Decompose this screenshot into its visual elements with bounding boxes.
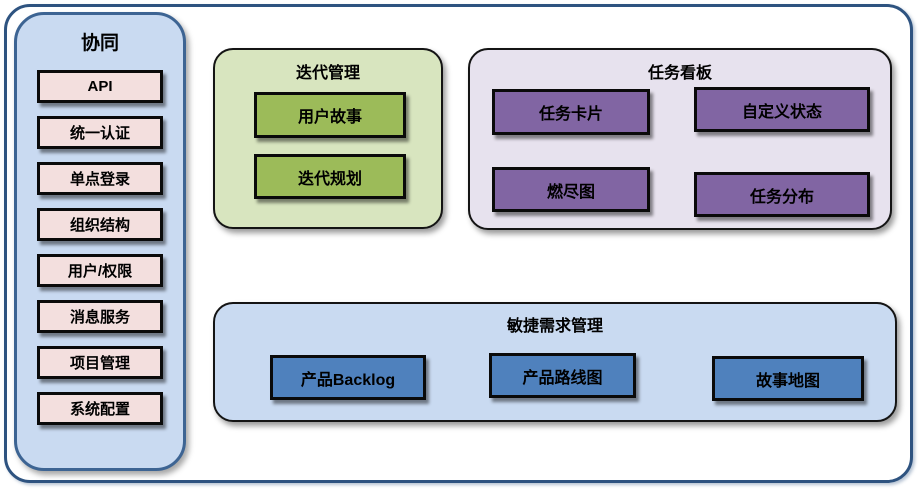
group-task-board: 任务看板 任务卡片 自定义状态 燃尽图 任务分布 bbox=[468, 48, 892, 230]
node-story-map: 故事地图 bbox=[712, 356, 864, 401]
group-task-board-title: 任务看板 bbox=[647, 65, 712, 82]
node-iteration-planning: 迭代规划 bbox=[254, 154, 406, 199]
group-iteration-management: 迭代管理 用户故事 迭代规划 bbox=[213, 48, 443, 229]
node-task-card: 任务卡片 bbox=[492, 89, 650, 135]
sidebar-item-sso: 单点登录 bbox=[37, 162, 163, 195]
sidebar-item-unified-auth: 统一认证 bbox=[37, 116, 163, 149]
sidebar-item-system-config: 系统配置 bbox=[37, 392, 163, 425]
sidebar-item-message-service: 消息服务 bbox=[37, 300, 163, 333]
node-burndown-chart: 燃尽图 bbox=[492, 167, 650, 212]
group-agile-title: 敏捷需求管理 bbox=[506, 318, 603, 335]
node-custom-status: 自定义状态 bbox=[694, 87, 870, 132]
sidebar-item-list: API 统一认证 单点登录 组织结构 用户/权限 消息服务 项目管理 系统配置 bbox=[17, 70, 183, 425]
sidebar-item-org-structure: 组织结构 bbox=[37, 208, 163, 241]
node-task-distribution: 任务分布 bbox=[694, 172, 870, 217]
sidebar-item-api: API bbox=[37, 70, 163, 103]
node-product-roadmap: 产品路线图 bbox=[489, 353, 636, 398]
group-iteration-title: 迭代管理 bbox=[295, 65, 360, 82]
sidebar-title: 协同 bbox=[80, 33, 119, 54]
sidebar-item-user-permission: 用户/权限 bbox=[37, 254, 163, 287]
node-product-backlog: 产品Backlog bbox=[270, 355, 426, 400]
sidebar-item-project-mgmt: 项目管理 bbox=[37, 346, 163, 379]
group-agile-requirements: 敏捷需求管理 产品Backlog 产品路线图 故事地图 bbox=[213, 302, 897, 422]
node-user-story: 用户故事 bbox=[254, 92, 406, 138]
sidebar-collaboration: 协同 API 统一认证 单点登录 组织结构 用户/权限 消息服务 项目管理 系统… bbox=[14, 12, 186, 471]
